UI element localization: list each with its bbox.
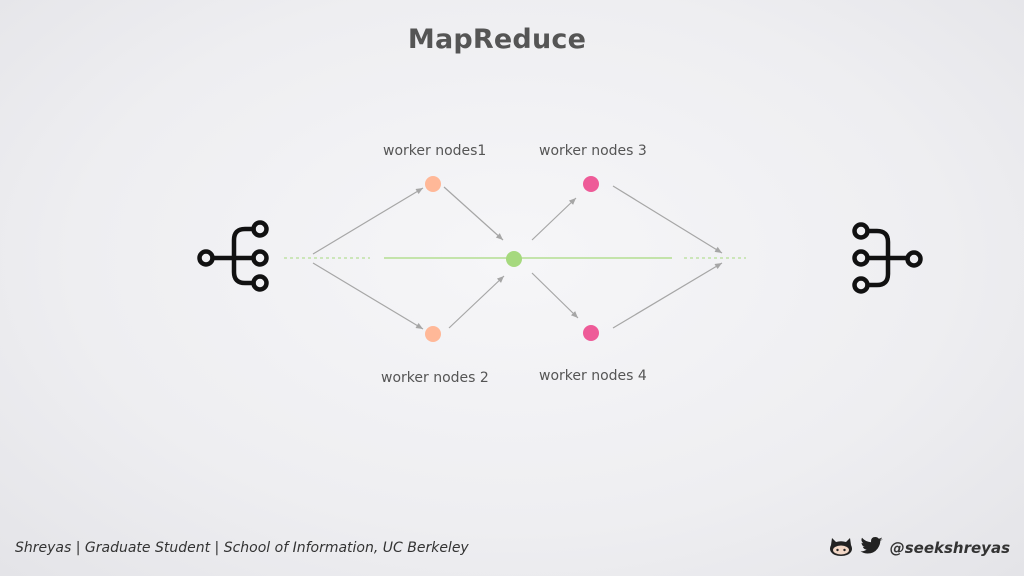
label-worker-node-2: worker nodes 2 bbox=[381, 370, 489, 386]
arrow-split-to-node1 bbox=[312, 187, 424, 255]
github-octocat-icon[interactable] bbox=[828, 535, 854, 561]
arrow-shuffle-to-node4 bbox=[531, 272, 579, 319]
worker-node-2 bbox=[425, 326, 441, 342]
arrow-split-to-node2 bbox=[312, 262, 424, 330]
git-fork-icon bbox=[197, 220, 269, 292]
git-merge-icon bbox=[852, 222, 923, 294]
arrow-node3-to-merge bbox=[612, 185, 723, 254]
shuffle-node bbox=[506, 251, 522, 267]
arrow-node2-to-shuffle bbox=[448, 275, 505, 329]
arrow-shuffle-to-node3 bbox=[531, 197, 577, 241]
label-worker-node-4: worker nodes 4 bbox=[539, 368, 647, 384]
slide-title: MapReduce bbox=[407, 24, 587, 55]
footer-credit: Shreyas | Graduate Student | School of I… bbox=[15, 540, 469, 556]
twitter-handle[interactable]: @seekshreyas bbox=[889, 539, 1010, 557]
worker-node-1 bbox=[425, 176, 441, 192]
label-worker-node-3: worker nodes 3 bbox=[539, 143, 647, 159]
worker-node-4 bbox=[583, 325, 599, 341]
footer-social: @seekshreyas bbox=[828, 537, 1010, 559]
arrow-node4-to-merge bbox=[612, 262, 723, 329]
worker-node-3 bbox=[583, 176, 599, 192]
arrow-node1-to-shuffle bbox=[443, 186, 504, 241]
twitter-bird-icon[interactable] bbox=[860, 536, 884, 560]
label-worker-node-1: worker nodes1 bbox=[383, 143, 487, 159]
